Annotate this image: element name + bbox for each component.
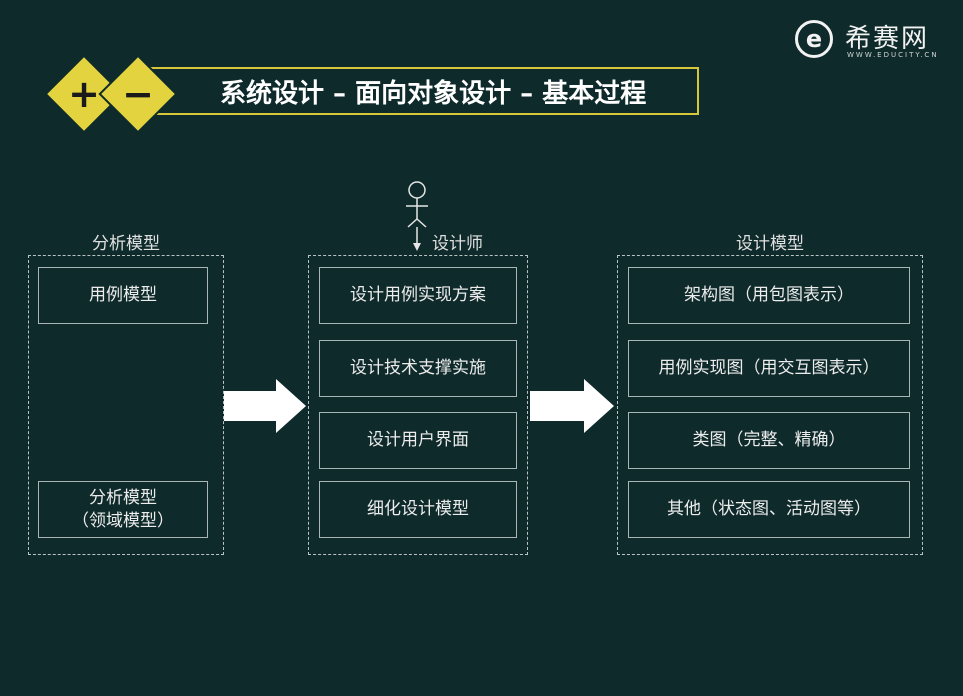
design-model-group	[617, 255, 923, 555]
designer-label: 设计师	[432, 234, 483, 254]
flow-arrow-1-icon	[224, 379, 306, 433]
designer-actor-icon	[406, 181, 428, 251]
class-diagram-box: 类图（完整、精确）	[628, 412, 910, 469]
slide-title: 系统设计 – 面向对象设计 – 基本过程	[150, 67, 699, 115]
plus-symbol: +	[68, 72, 100, 116]
architecture-diagram-box: 架构图（用包图表示）	[628, 267, 910, 324]
design-tech-text: 设计技术支撑实施	[350, 358, 486, 379]
design-tech-box: 设计技术支撑实施	[319, 340, 517, 397]
design-ui-box: 设计用户界面	[319, 412, 517, 469]
logo-e-icon: e	[795, 20, 833, 58]
analysis-model-group	[28, 255, 224, 555]
design-usecase-box: 设计用例实现方案	[319, 267, 517, 324]
analysis-model-label: 分析模型	[92, 234, 160, 254]
design-usecase-text: 设计用例实现方案	[350, 285, 486, 306]
brand-logo: e 希赛网 WWW.EDUCITY.CN	[795, 18, 955, 68]
domain-model-box: 分析模型 （领域模型）	[38, 481, 208, 538]
design-ui-text: 设计用户界面	[367, 430, 469, 451]
other-diagrams-text: 其他（状态图、活动图等）	[667, 499, 871, 520]
refine-model-text: 细化设计模型	[367, 499, 469, 520]
slide-title-text: 系统设计 – 面向对象设计 – 基本过程	[220, 78, 647, 109]
usecase-realization-box: 用例实现图（用交互图表示）	[628, 340, 910, 397]
logo-name: 希赛网	[845, 24, 930, 54]
domain-model-line1: 分析模型	[89, 487, 157, 508]
designer-group	[308, 255, 528, 555]
use-case-model-text: 用例模型	[89, 285, 157, 306]
other-diagrams-box: 其他（状态图、活动图等）	[628, 481, 910, 538]
design-model-label: 设计模型	[736, 234, 804, 254]
minus-symbol: −	[122, 72, 154, 116]
flow-arrow-2-icon	[530, 379, 614, 433]
architecture-diagram-text: 架构图（用包图表示）	[684, 285, 854, 306]
usecase-realization-text: 用例实现图（用交互图表示）	[658, 358, 880, 379]
use-case-model-box: 用例模型	[38, 267, 208, 324]
logo-url: WWW.EDUCITY.CN	[847, 51, 939, 59]
domain-model-line2: （领域模型）	[72, 510, 174, 531]
class-diagram-text: 类图（完整、精确）	[692, 430, 846, 451]
refine-model-box: 细化设计模型	[319, 481, 517, 538]
